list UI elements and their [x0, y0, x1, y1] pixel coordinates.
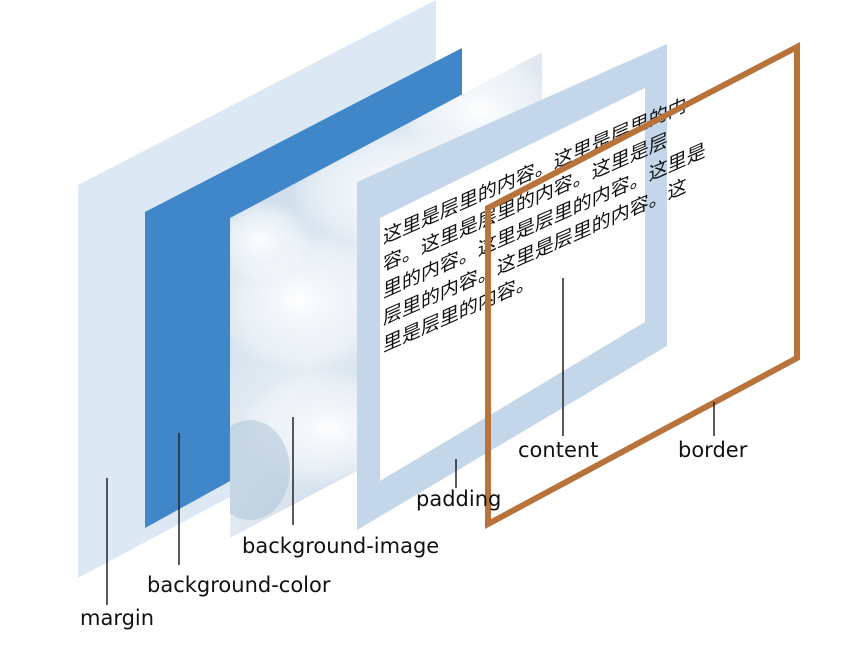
background-image-label: background-image — [242, 534, 440, 558]
border-label: border — [678, 438, 748, 462]
content-label: content — [518, 438, 599, 462]
border-frame — [485, 42, 800, 530]
margin-label: margin — [80, 606, 155, 630]
padding-label: padding — [416, 487, 502, 511]
content-area — [380, 88, 645, 481]
background-color-label: background-color — [147, 573, 331, 597]
